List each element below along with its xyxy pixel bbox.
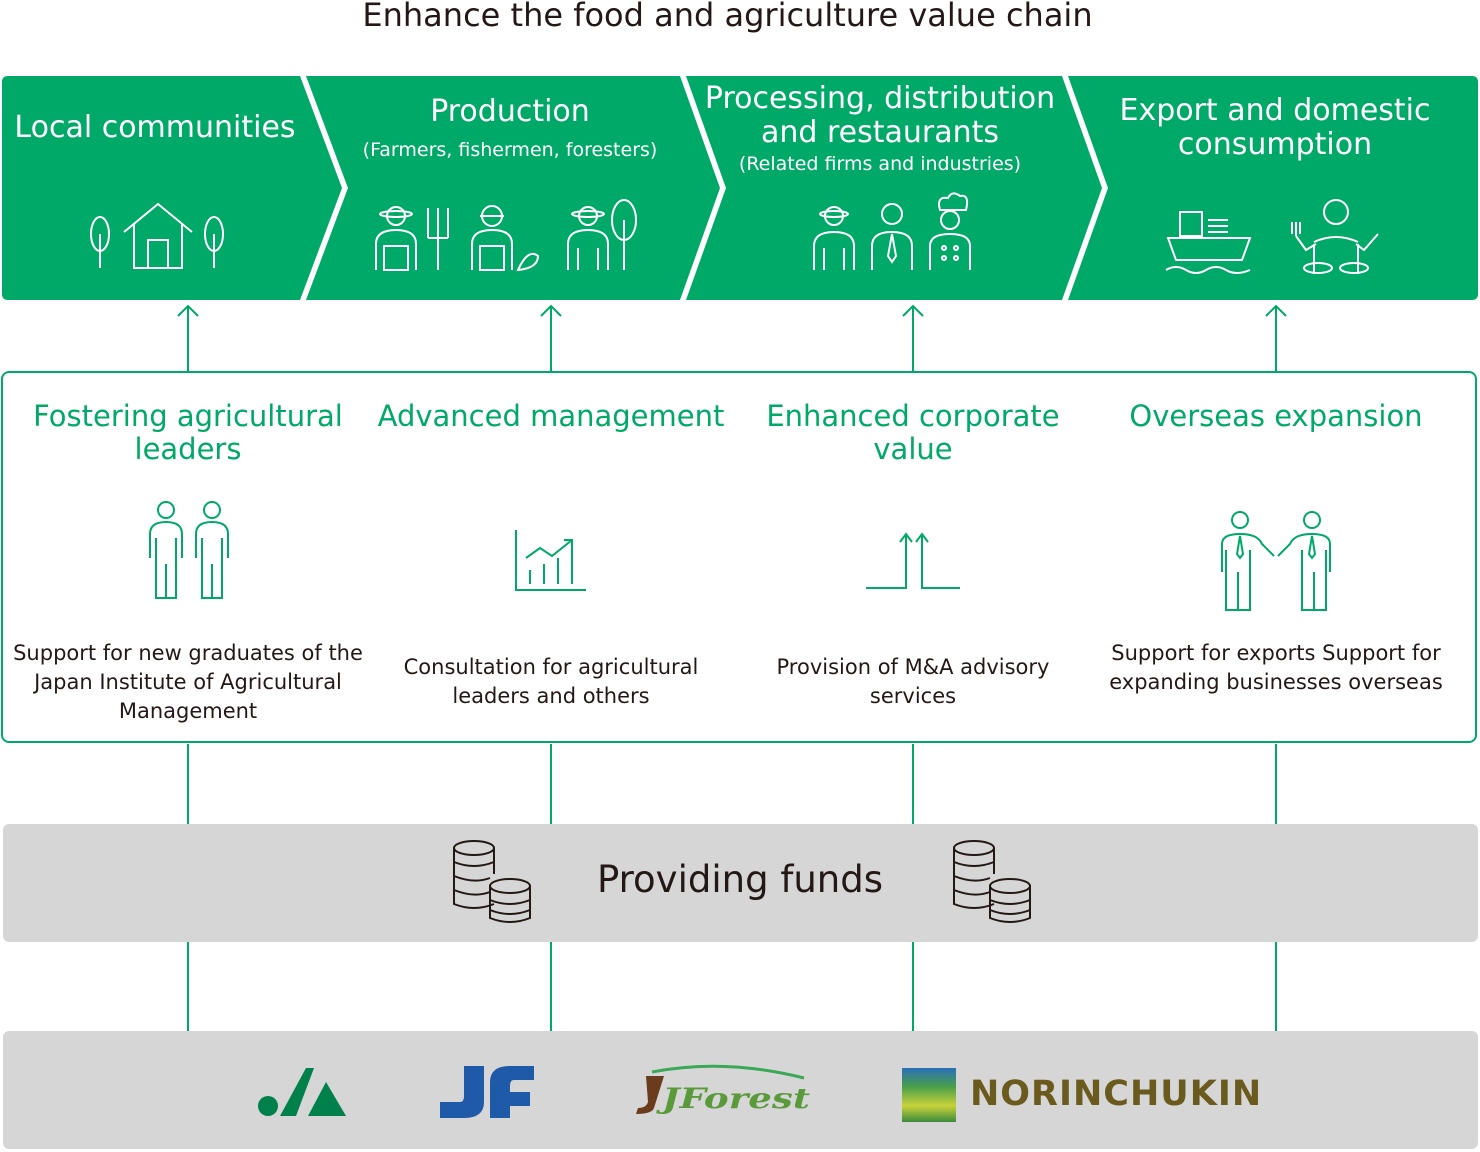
stage-title-processing: Processing, distribution and restaurants: [704, 81, 1056, 150]
logo-band: [3, 1031, 1478, 1149]
pillar-desc-corporate-value: Provision of M&A advisory services: [776, 655, 1050, 708]
ja-logo: [258, 1068, 346, 1116]
tree-icon: [90, 216, 110, 268]
arrow-up-2: [540, 304, 562, 372]
fisherman-icon: [471, 205, 540, 272]
forester-icon: [567, 199, 637, 270]
stage-1-chevron: [2, 76, 342, 300]
diner-icon: [1291, 199, 1379, 274]
norinchukin-wordmark: NORINCHUKIN: [970, 1074, 1263, 1114]
processing-icons: [813, 192, 971, 270]
two-people-icon: [149, 501, 229, 599]
arrow-up-1: [177, 304, 199, 372]
support-pillars-box: [1, 371, 1477, 743]
stage-subtitle-production: (Farmers, fishermen, foresters): [362, 139, 658, 161]
stage-title-production: Production: [430, 94, 590, 129]
pillar-desc-overseas: Support for exports Support for expandin…: [1109, 641, 1443, 694]
pillar-title-overseas: Overseas expansion: [1129, 399, 1423, 433]
stage-title-local: Local communities: [14, 110, 296, 145]
merger-arrows-icon: [866, 532, 960, 589]
worker-icon: [813, 206, 855, 270]
jforest-wordmark: JForest: [655, 1082, 810, 1115]
norinchukin-emblem: [902, 1068, 956, 1122]
house-icon: [123, 202, 193, 269]
pillar-title-fostering: Fostering agricultural leaders: [33, 399, 343, 466]
coins-icon: [453, 840, 531, 923]
arrow-up-3: [902, 304, 924, 372]
handshake-icon: [1221, 511, 1331, 611]
pillar-desc-fostering: Support for new graduates of the Japan I…: [13, 641, 363, 723]
stage-3-chevron: [686, 76, 1102, 300]
diagram-title: Enhance the food and agriculture value c…: [362, 0, 1093, 34]
tree-icon: [204, 216, 224, 268]
local-community-icons: [90, 202, 224, 269]
coins-icon: [953, 840, 1031, 923]
farmer-icon: [375, 206, 449, 271]
growth-chart-icon: [515, 530, 586, 591]
production-icons: [375, 199, 637, 272]
export-icons: [1165, 199, 1379, 274]
chef-icon: [929, 192, 971, 270]
jf-logo: [440, 1066, 534, 1118]
ship-icon: [1165, 211, 1252, 274]
jforest-logo: JForest: [636, 1064, 810, 1115]
funds-label: Providing funds: [596, 858, 884, 901]
stage-subtitle-processing: (Related firms and industries): [738, 153, 1022, 175]
businessman-icon: [871, 203, 913, 270]
connector-lines: [177, 304, 1287, 1032]
pillar-title-corporate-value: Enhanced corporate value: [766, 399, 1060, 466]
funds-band: [3, 824, 1478, 942]
pillar-title-management: Advanced management: [377, 399, 725, 433]
arrow-up-4: [1265, 304, 1287, 372]
stage-title-export: Export and domestic consumption: [1119, 93, 1431, 162]
stage-2-chevron: [306, 76, 720, 300]
pillar-desc-management: Consultation for agricultural leaders an…: [403, 655, 699, 708]
